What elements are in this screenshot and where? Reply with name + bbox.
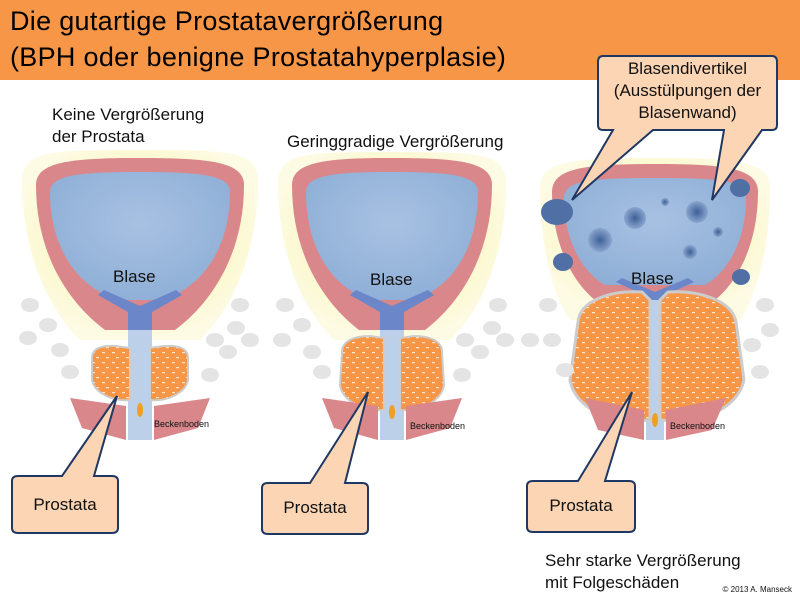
panel-1-urethra — [128, 330, 152, 440]
title-line-2: (BPH oder benigne Prostatahyperplasie) — [10, 42, 507, 72]
panel-1-pelvic-floor-right — [154, 398, 210, 440]
panel-1-prostate-right — [149, 344, 189, 402]
title-bar: Die gutartige Prostatavergrößerung (BPH … — [0, 0, 800, 80]
panel-3-prostate-label: Prostata — [549, 496, 613, 515]
panel-1-stage-label-line-2: der Prostata — [52, 127, 145, 146]
panel-2-pelvic-floor-label: Beckenboden — [410, 421, 466, 431]
panel-1-prostate-label: Prostata — [33, 495, 97, 514]
panel-1-anatomy — [11, 150, 259, 534]
panel-2-bladder-label: Blase — [370, 270, 413, 289]
panel-3-bladder-label: Blase — [631, 269, 674, 288]
panel-3-prostate-left — [568, 290, 652, 423]
panel-3-callout — [526, 391, 636, 533]
panel-1-bladder-label: Blase — [113, 267, 156, 286]
panel-3-pelvic-floor-right — [666, 398, 726, 440]
panel-2-sphincter — [389, 405, 395, 419]
copyright: © 2013 A. Manseck — [722, 585, 793, 594]
panel-1-stage-label: Keine Vergrößerung der Prostata — [52, 104, 204, 148]
panel-1-bladder — [50, 172, 230, 300]
panel-3-stage-label: Sehr starke Vergrößerung mit Folgeschäde… — [545, 550, 741, 594]
diverticula-label-line-3: Blasenwand) — [638, 103, 737, 122]
panel-1-pelvic-floor-label: Beckenboden — [154, 419, 210, 429]
panel-2-anatomy — [261, 152, 514, 535]
panel-3-sphincter — [652, 413, 658, 427]
panel-2-pelvic-floor-right — [406, 398, 462, 440]
panel-1-callout — [11, 395, 119, 534]
panel-3-pelvic-floor-label: Beckenboden — [670, 421, 726, 431]
panel-2-callout — [261, 391, 369, 535]
panel-2-bladder — [306, 172, 478, 300]
diverticula-label-line-1: Blasendivertikel — [627, 59, 748, 78]
panel-3-prostate-right — [658, 290, 746, 423]
panel-1-ureters — [98, 290, 182, 330]
panel-2-prostate-right — [399, 334, 446, 412]
panel-1-prostate-left — [91, 344, 131, 402]
diverticula-callout — [571, 55, 778, 201]
panel-3-stage-label-line-1: Sehr starke Vergrößerung — [545, 551, 741, 570]
panel-1-stage-label-line-1: Keine Vergrößerung — [52, 105, 205, 124]
panel-2-ureters — [350, 290, 434, 330]
panel-3-stage-label-line-2: mit Folgeschäden — [545, 573, 680, 592]
title-line-1: Die gutartige Prostatavergrößerung — [10, 6, 444, 36]
panel-2-prostate-left — [338, 334, 385, 412]
panel-3-diverticula — [541, 179, 750, 285]
panel-1-sphincter — [137, 403, 143, 417]
panel-3-ureters — [616, 278, 694, 300]
panel-2-prostate-label: Prostata — [283, 498, 347, 517]
panel-3-anatomy — [521, 55, 779, 533]
diverticula-label: Blasendivertikel (Ausstülpungen der Blas… — [598, 58, 777, 124]
panel-2-stage-label: Geringgradige Vergrößerung — [287, 132, 504, 151]
diverticula-label-line-2: (Ausstülpungen der — [613, 81, 762, 100]
